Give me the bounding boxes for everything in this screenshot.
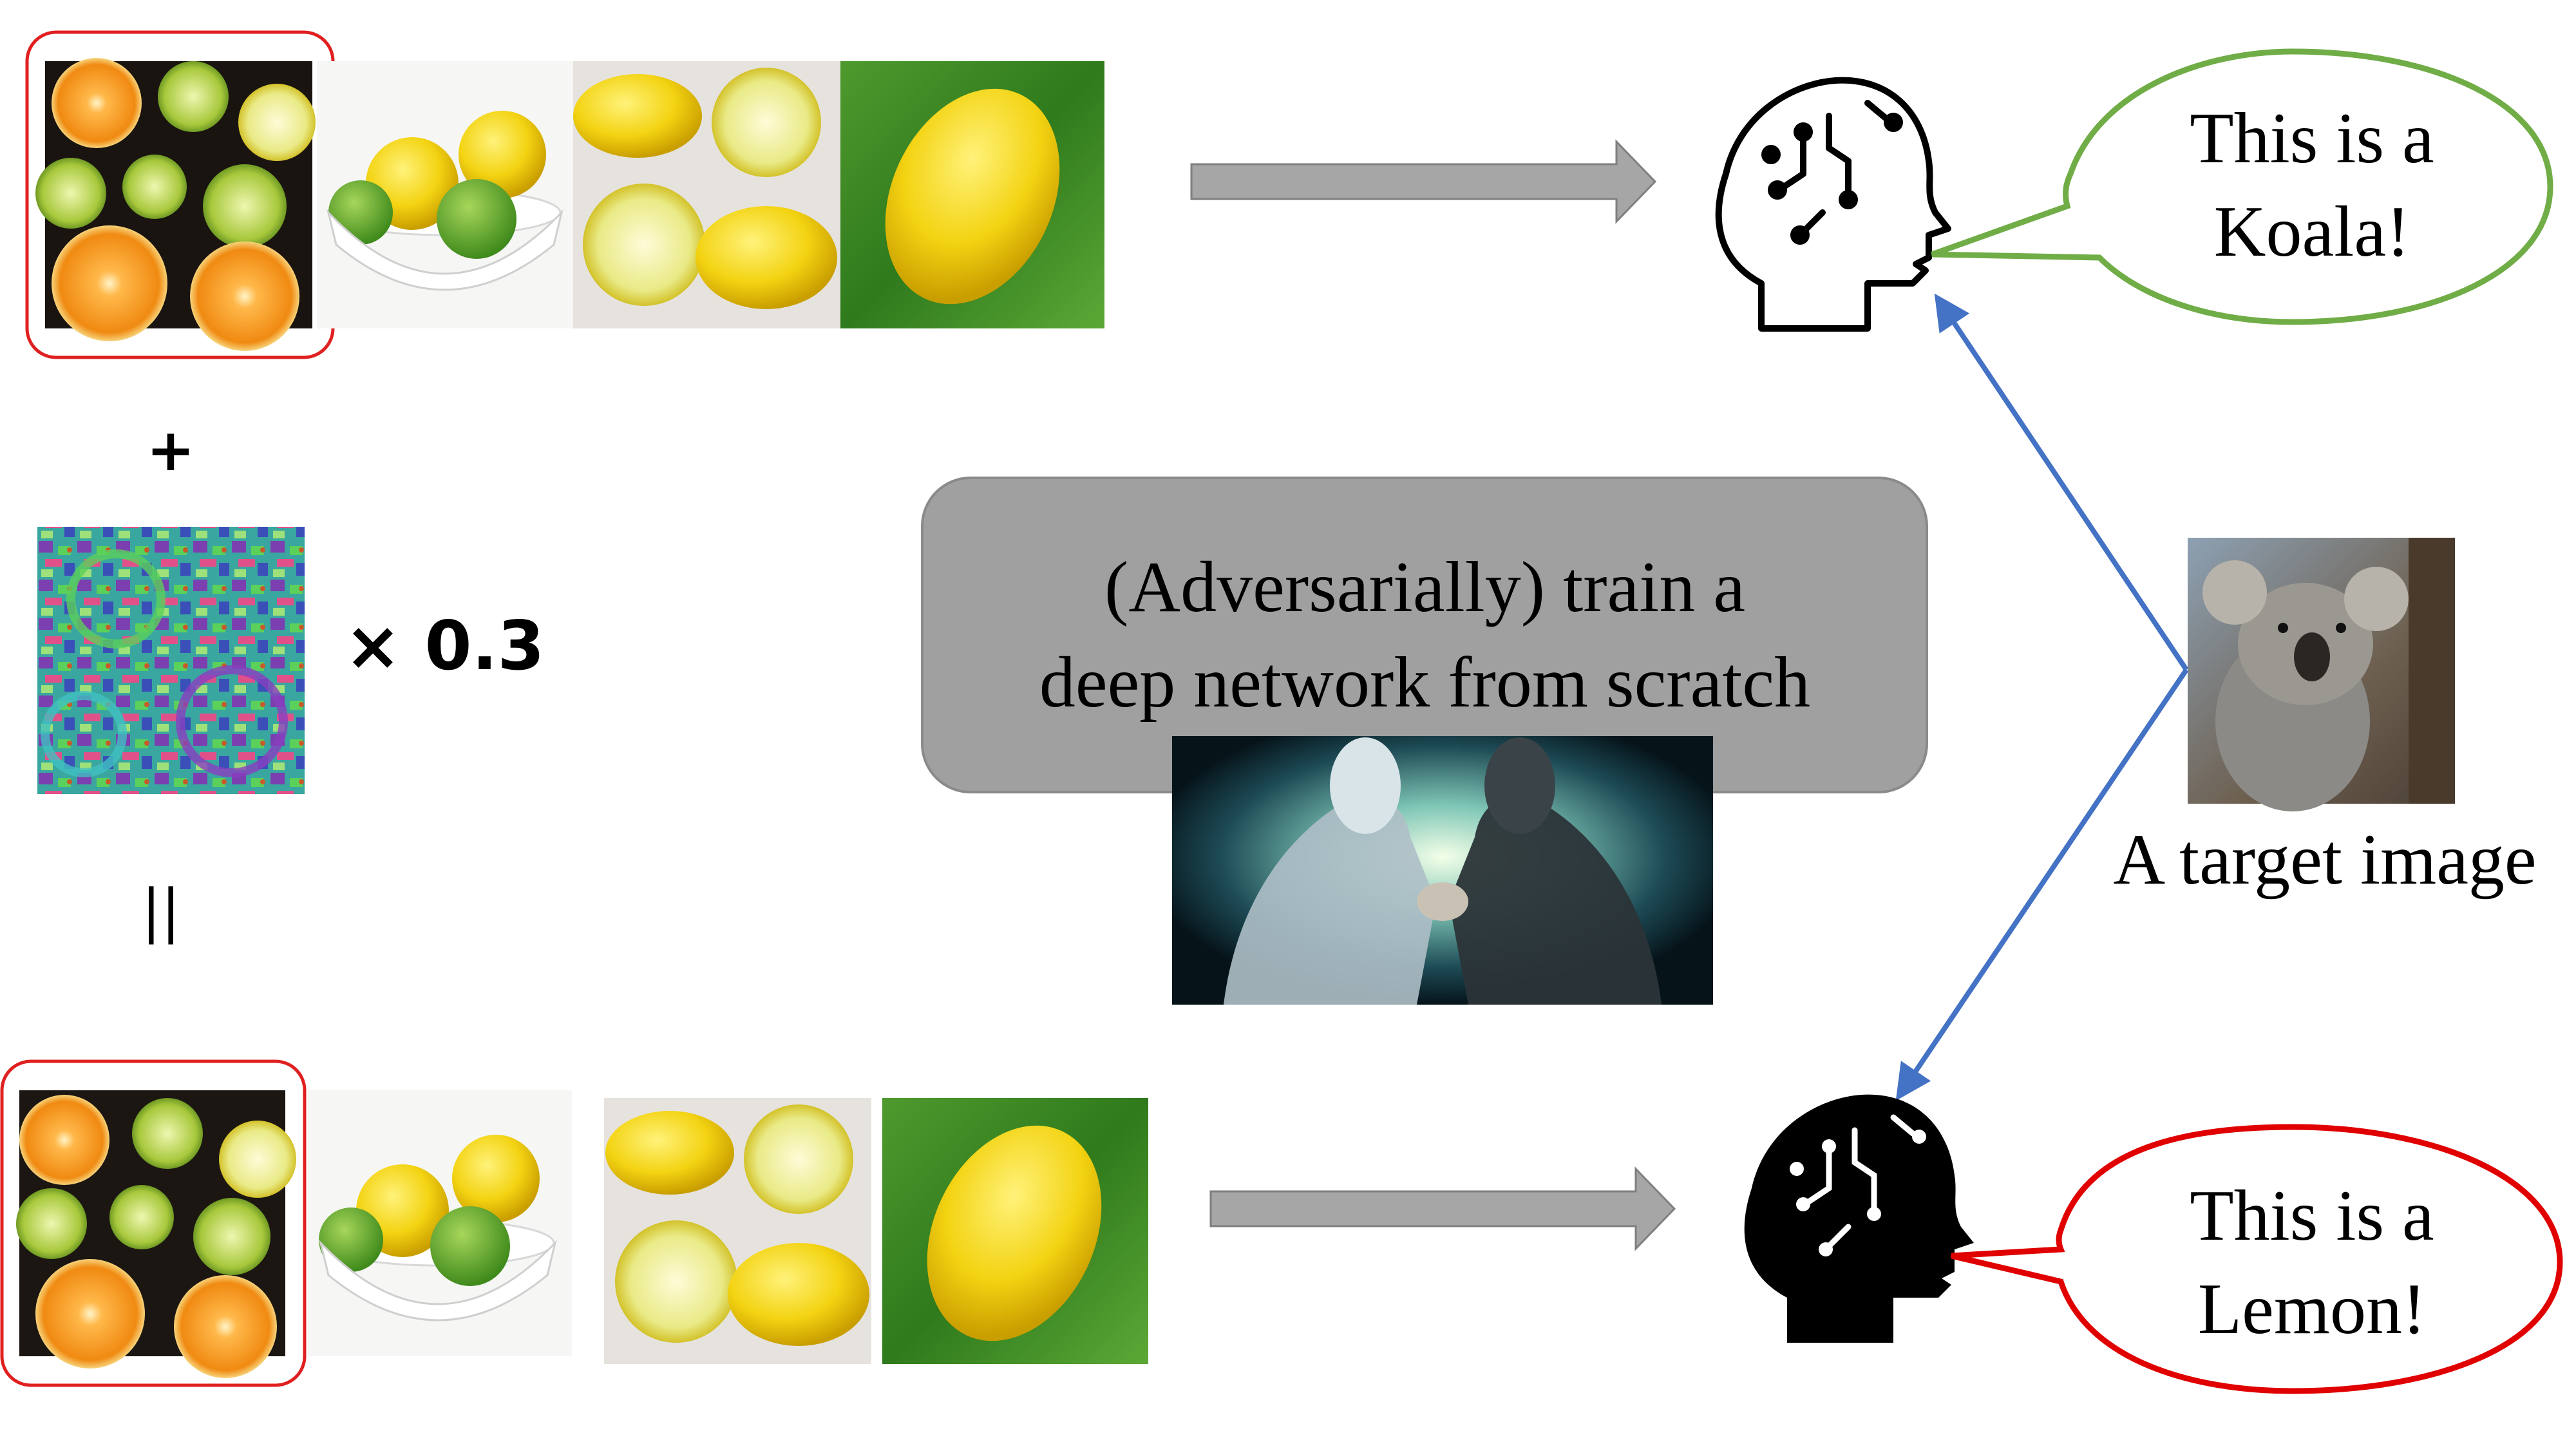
top-image-bowl: [317, 61, 574, 328]
target-link-arrow-up: [1934, 293, 2189, 672]
ai-head-filled-icon: [1744, 1094, 1974, 1343]
bubble-top-line-2: Koala!: [2213, 192, 2410, 272]
top-image-lemon-grass: [840, 61, 1104, 328]
plus-operator: +: [146, 417, 195, 484]
bubble-bottom-line-2: Lemon!: [2197, 1269, 2427, 1349]
bottom-flow-arrow: [1209, 1166, 1676, 1251]
target-link-arrow-down: [1895, 668, 2189, 1101]
bubble-bottom-line-1: This is a: [2190, 1176, 2434, 1256]
bottom-image-bowl: [308, 1090, 572, 1356]
robots-arm-wrestling-picture: [1172, 736, 1713, 1005]
bottom-image-citrus: [16, 1090, 296, 1378]
bubble-top-line-1: This is a: [2190, 99, 2434, 178]
bottom-image-lemon-grass: [882, 1098, 1148, 1364]
top-image-cut-lemons: [573, 61, 840, 328]
koala-photo: [2188, 538, 2455, 811]
equals-operator: ||: [141, 877, 181, 945]
bottom-image-cut-lemons: [604, 1098, 871, 1364]
top-flow-arrow: [1190, 139, 1657, 224]
top-image-citrus: [35, 58, 316, 351]
training-box-line-2: deep network from scratch: [1039, 643, 1811, 723]
training-box-line-1: (Adversarially) train a: [1104, 547, 1746, 627]
scale-factor-label: × 0.3: [345, 607, 545, 685]
speech-bubble-red: [1950, 1124, 2563, 1394]
speech-bubble-green: [1931, 48, 2553, 325]
target-image-caption: A target image: [2113, 820, 2537, 900]
noise-image: [37, 527, 305, 794]
ai-head-outline-icon: [1715, 77, 1951, 332]
selected-image-frame-bottom: [0, 1059, 307, 1387]
